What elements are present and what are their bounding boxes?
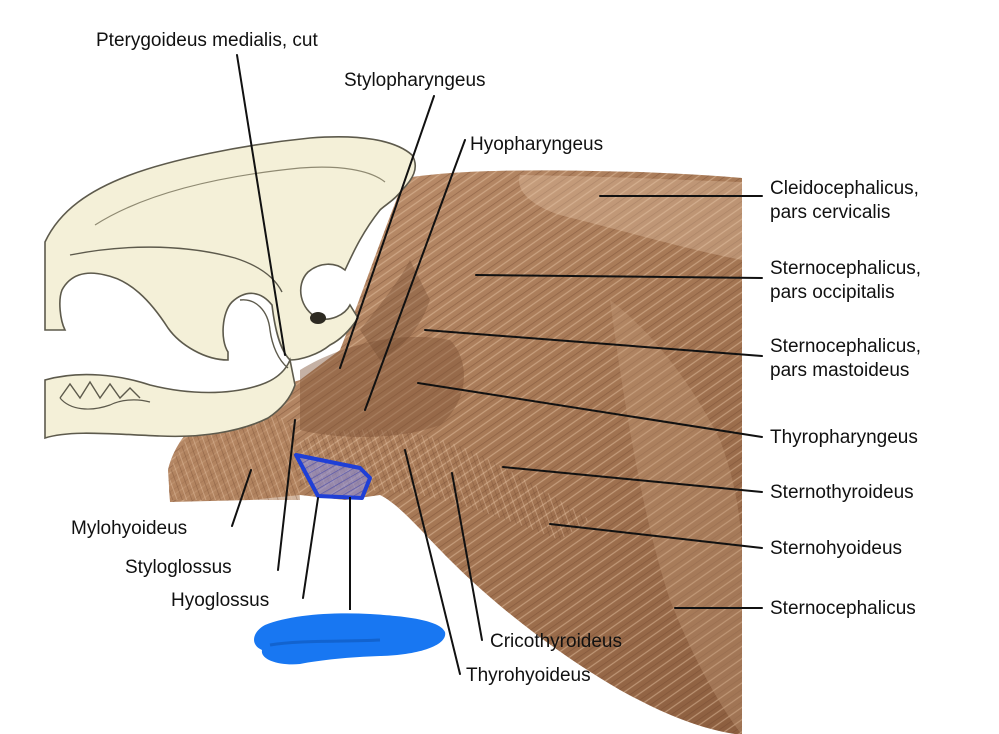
label-cleidocephalicus-line1: Cleidocephalicus, <box>770 178 919 199</box>
skull <box>44 136 417 440</box>
leader-sternocephalicus-occipitalis <box>475 274 763 279</box>
highlighted-region <box>294 453 372 610</box>
label-stylopharyngeus: Stylopharyngeus <box>344 70 486 91</box>
label-sternocephalicus-mastoideus-line1: Sternocephalicus, <box>770 336 922 357</box>
leader-mylohyoideus <box>231 469 252 527</box>
label-thyropharyngeus: Thyropharyngeus <box>770 427 918 448</box>
leader-thyrohyoideus <box>404 449 461 675</box>
leader-lines <box>231 54 763 675</box>
leader-stylopharyngeus <box>339 95 435 369</box>
label-pterygoideus-medialis: Pterygoideus medialis, cut <box>96 30 318 51</box>
neck-muscles <box>168 170 742 734</box>
label-sternocephalicus: Sternocephalicus <box>770 598 916 619</box>
leader-sternothyroideus <box>502 466 763 493</box>
leader-cricothyroideus <box>451 472 483 641</box>
label-cleidocephalicus-line2: pars cervicalis <box>770 202 891 223</box>
redaction-mark <box>254 613 446 665</box>
label-hyopharyngeus: Hyopharyngeus <box>470 134 604 155</box>
leader-sternohyoideus <box>549 523 763 549</box>
label-sternocephalicus-mastoideus: Sternocephalicus, pars mastoideus <box>770 335 921 383</box>
label-cricothyroideus: Cricothyroideus <box>490 631 622 652</box>
label-sternohyoideus: Sternohyoideus <box>770 538 903 559</box>
leader-hyoglossus <box>302 497 319 599</box>
label-cleidocephalicus: Cleidocephalicus, pars cervicalis <box>770 177 919 225</box>
label-sternocephalicus-occipitalis: Sternocephalicus, pars occipitalis <box>770 257 921 305</box>
label-hyoglossus: Hyoglossus <box>171 590 270 611</box>
label-sternocephalicus-occipitalis-line2: pars occipitalis <box>770 282 895 303</box>
leader-thyropharyngeus <box>417 382 763 438</box>
leader-sternocephalicus-mastoideus <box>424 329 763 357</box>
label-thyrohyoideus: Thyrohyoideus <box>466 665 591 686</box>
label-styloglossus: Styloglossus <box>125 557 232 578</box>
label-sternocephalicus-mastoideus-line2: pars mastoideus <box>770 360 910 381</box>
leader-styloglossus <box>277 419 296 571</box>
leader-pterygoideus <box>236 54 286 356</box>
label-mylohyoideus: Mylohyoideus <box>71 518 188 539</box>
label-sternothyroideus: Sternothyroideus <box>770 482 914 503</box>
leader-hyopharyngeus <box>364 139 466 411</box>
label-sternocephalicus-occipitalis-line1: Sternocephalicus, <box>770 258 922 279</box>
